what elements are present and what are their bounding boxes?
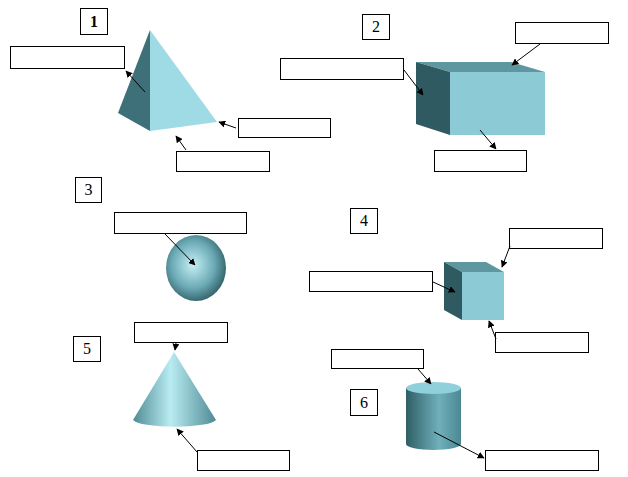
shape-number: 4 [360,213,368,229]
shape-number: 5 [83,341,91,357]
number-box: 6 [350,389,378,416]
number-box: 2 [362,14,390,40]
shape-number: 3 [85,182,93,198]
leader-arrow [126,44,540,458]
number-box: 3 [75,177,102,203]
shape-number: 2 [372,19,380,35]
answer-box [11,23,609,471]
number-box: 4 [350,208,378,234]
pyramid [118,30,217,131]
sphere [166,235,226,301]
cone [133,352,216,427]
shape-number: 6 [360,395,368,411]
cylinder [406,382,461,450]
shape-number: 1 [90,14,98,30]
number-box: 1 [80,8,108,35]
cuboid [416,62,545,135]
number-box: 5 [73,336,101,362]
